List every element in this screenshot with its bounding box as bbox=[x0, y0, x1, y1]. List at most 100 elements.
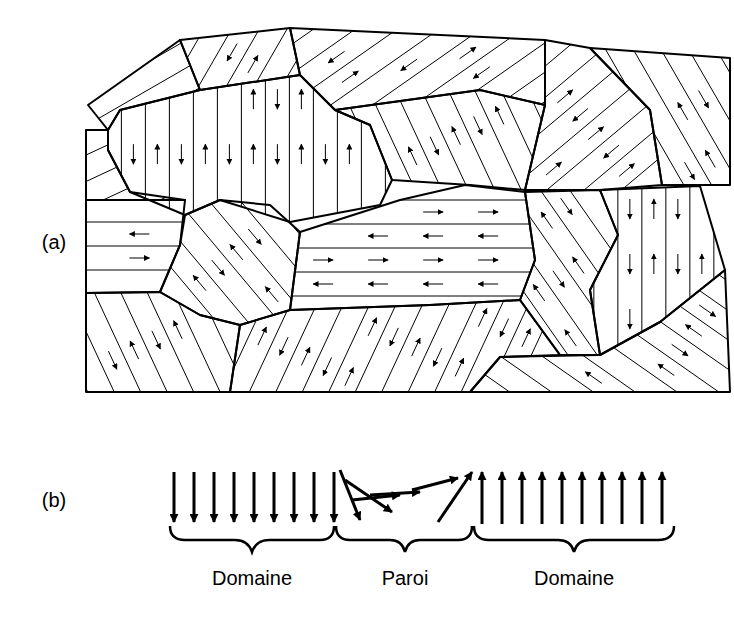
domain-wall-line bbox=[238, 0, 661, 617]
magnetization-arrow bbox=[342, 71, 358, 82]
domain-wall-line bbox=[0, 0, 398, 9]
domain-wall-line bbox=[0, 416, 734, 417]
spin-arrow-down bbox=[173, 472, 176, 522]
domain-wall-line bbox=[205, 0, 734, 445]
domain-wall-line bbox=[0, 219, 734, 617]
domain-wall-line bbox=[240, 122, 734, 617]
domain-wall-line bbox=[195, 0, 618, 617]
domain-wall-line bbox=[215, 0, 715, 617]
domain-wall-line bbox=[215, 0, 638, 617]
domain-wall-line bbox=[433, 0, 434, 617]
magnetization-arrow bbox=[473, 67, 489, 78]
domain-wall-line bbox=[0, 0, 161, 617]
domain-wall-line bbox=[0, 0, 428, 74]
domain-wall-line bbox=[0, 64, 621, 487]
domain-wall-line bbox=[169, 0, 592, 617]
domain-wall-line bbox=[0, 320, 734, 321]
domain-wall-line bbox=[0, 0, 409, 443]
domain-wall-line bbox=[0, 14, 96, 617]
magnetization-arrow bbox=[553, 271, 564, 287]
domain-wall-line bbox=[651, 0, 734, 418]
magnetization-arrow bbox=[193, 275, 206, 290]
magnetization-arrow bbox=[672, 344, 688, 355]
domain-wall-line bbox=[97, 0, 98, 617]
domain-wall-line bbox=[0, 272, 734, 273]
domain-wall-line bbox=[473, 0, 734, 482]
domain-wall-line bbox=[20, 0, 734, 381]
domain-wall-line bbox=[411, 0, 734, 340]
domain-wall-line bbox=[0, 608, 734, 609]
domain-wall-line bbox=[521, 0, 522, 617]
domain-wall-line bbox=[498, 31, 734, 617]
grain-boundary bbox=[88, 40, 200, 130]
domain-wall-line bbox=[260, 0, 734, 556]
domain-wall-line bbox=[0, 536, 734, 537]
domain-wall-line bbox=[0, 0, 290, 617]
magnetization-arrow bbox=[401, 59, 417, 70]
grain-boundary bbox=[590, 48, 730, 185]
domain-wall-line bbox=[81, 238, 734, 617]
domain-wall-line bbox=[0, 270, 639, 271]
domain-wall-line bbox=[212, 0, 635, 604]
domain-wall-line bbox=[0, 77, 310, 617]
domain-wall-line bbox=[0, 0, 734, 243]
domain-wall-line bbox=[301, 0, 734, 497]
domain-wall-line bbox=[339, 0, 734, 598]
grain-boundary bbox=[230, 300, 560, 392]
domain-wall-line bbox=[0, 0, 646, 106]
domain-wall-line bbox=[0, 0, 270, 617]
domain-wall-line bbox=[0, 0, 530, 617]
domain-wall-line bbox=[0, 0, 641, 566]
domain-wall-line bbox=[0, 217, 692, 617]
spin-arrow-up bbox=[521, 472, 524, 524]
domain-wall-line bbox=[0, 462, 639, 463]
domain-wall-line bbox=[406, 42, 734, 617]
domain-wall-line bbox=[0, 174, 639, 175]
domain-wall-line bbox=[0, 0, 608, 407]
domain-wall-line bbox=[0, 128, 734, 129]
domain-wall-line bbox=[0, 195, 682, 617]
domain-wall-line bbox=[577, 0, 578, 617]
domain-wall-line bbox=[0, 102, 639, 103]
magnetization-arrow bbox=[152, 331, 160, 349]
domain-wall-line bbox=[0, 6, 639, 7]
domain-wall-line bbox=[0, 74, 704, 574]
domain-wall-line bbox=[234, 0, 657, 594]
domain-wall-line bbox=[0, 0, 620, 428]
domain-wall-line bbox=[0, 344, 734, 345]
domain-wall-line bbox=[0, 0, 264, 359]
grain-boundary bbox=[290, 185, 535, 310]
domain-wall-line bbox=[287, 0, 734, 517]
domain-wall-line bbox=[0, 0, 181, 592]
domain-wall-line bbox=[0, 414, 639, 415]
domain-wall-line bbox=[237, 0, 734, 365]
domain-wall-line bbox=[0, 44, 30, 617]
domain-wall-line bbox=[0, 440, 734, 441]
domain-wall-line bbox=[34, 0, 734, 401]
domain-wall-line bbox=[16, 0, 659, 550]
domain-wall-line bbox=[0, 150, 639, 151]
domain-wall-line bbox=[721, 0, 722, 617]
domain-wall-line bbox=[360, 0, 734, 617]
domain-wall-line bbox=[0, 0, 550, 335]
domain-wall-line bbox=[246, 2, 734, 576]
domain-wall-line bbox=[585, 71, 734, 617]
domain-wall-line bbox=[0, 0, 520, 270]
domain-wall-line bbox=[12, 336, 734, 617]
domain-wall-line bbox=[0, 56, 734, 57]
wall-spin-arrow bbox=[370, 492, 420, 495]
domain-wall-line bbox=[304, 0, 727, 617]
domain-wall-line bbox=[0, 0, 408, 30]
domain-wall-line bbox=[161, 0, 162, 617]
domain-wall-line bbox=[0, 0, 368, 419]
domain-wall-line bbox=[0, 0, 204, 617]
domain-wall-line bbox=[0, 124, 482, 617]
domain-wall-line bbox=[85, 0, 508, 617]
magnetization-arrow bbox=[212, 260, 225, 275]
domain-wall-line bbox=[6, 55, 580, 617]
domain-wall-line bbox=[0, 24, 74, 617]
